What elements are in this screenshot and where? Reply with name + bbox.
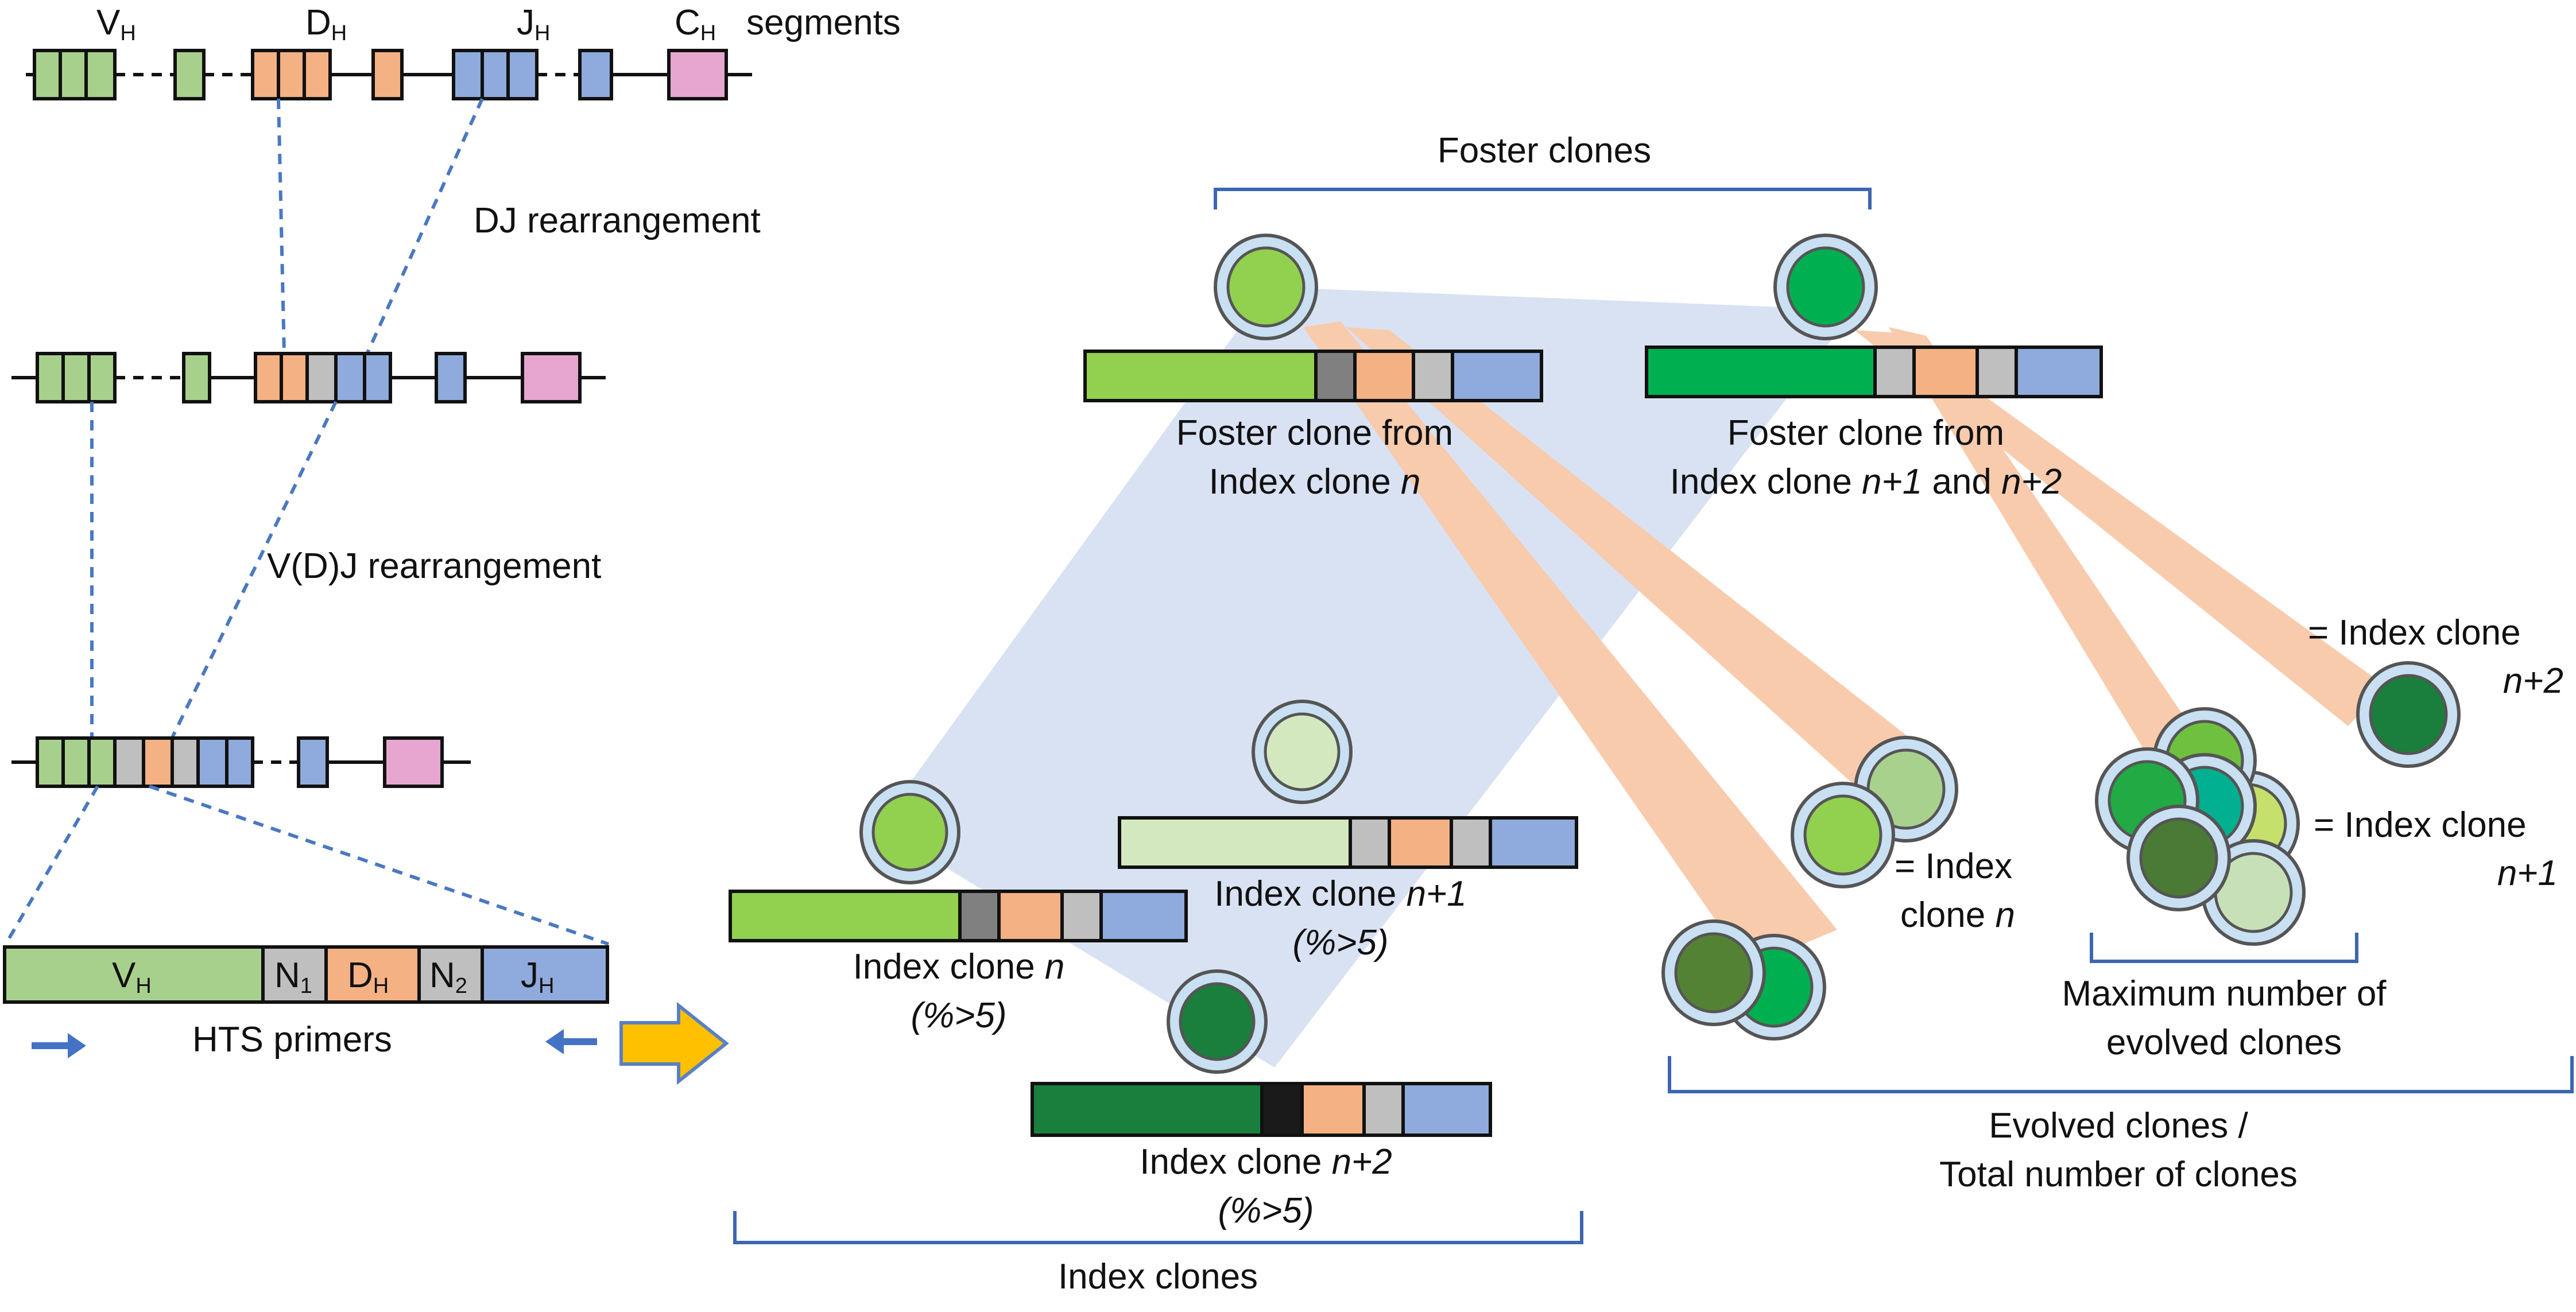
eq-index-n1-var: n+1 [2497, 853, 2558, 893]
c-segment [667, 49, 728, 100]
index-bracket [733, 1211, 1583, 1244]
svg-text:JH: JH [517, 3, 550, 45]
eq-index-n-line2: clone n [1900, 895, 2015, 935]
max-evolved-line2: evolved clones [2106, 1023, 2342, 1062]
svg-text:DH: DH [305, 3, 347, 45]
dj-rearrangement-label: DJ rearrangement [474, 201, 761, 240]
max-evolved-line1: Maximum number of [2062, 974, 2387, 1014]
primer-reverse-icon [545, 1029, 597, 1054]
foster-cell-b [1773, 234, 1878, 340]
index-seq-n2 [1031, 1082, 1492, 1137]
evolved-cluster [2095, 707, 2306, 946]
index-n2-label: Index clone n+2 [1140, 1142, 1392, 1182]
n1-part-label: N1 [274, 956, 312, 998]
max-evolved-bracket [2090, 933, 2358, 963]
evolved-cells-n [1791, 736, 1958, 888]
ratio-line1: Evolved clones / [1989, 1106, 2248, 1146]
ratio-line2: Total number of clones [1939, 1155, 2298, 1194]
zoom-guide-left [4, 785, 99, 945]
yellow-arrow-icon [619, 1002, 729, 1085]
index-cell-n2 [1167, 969, 1268, 1074]
germline-row-1 [26, 49, 752, 100]
eq-index-n1-line1: = Index clone [2314, 805, 2527, 845]
hts-primers-label: HTS primers [192, 1020, 392, 1059]
foster-seq-a [1083, 350, 1543, 402]
foster-clones-header: Foster clones [1438, 131, 1651, 170]
index-clones-header: Index clones [1058, 1257, 1258, 1297]
evolved-cells-n-lower [1661, 919, 1826, 1041]
foster-a-label-line1: Foster clone from [1176, 413, 1453, 453]
index-n1-pct: (%>5) [1292, 923, 1388, 962]
dj-row [11, 352, 606, 403]
index-seq-n [729, 890, 1188, 942]
foster-b-label-line1: Foster clone from [1727, 413, 2004, 453]
evolution-fans [1303, 321, 2385, 967]
vdj-guide-right [171, 401, 338, 739]
eq-index-n-line1: = Index [1895, 847, 2012, 886]
dj-guide-right [366, 98, 484, 354]
index-cell-n1 [1252, 700, 1353, 804]
eq-index-n2-var: n+2 [2503, 661, 2563, 701]
index-n2-pct: (%>5) [1218, 1191, 1314, 1231]
index-n1-label: Index clone n+1 [1214, 874, 1467, 914]
segment-labels: VH DH JH CH segments [96, 3, 901, 45]
foster-a-label-line2: Index clone n [1209, 462, 1421, 502]
vdj-rearrangement-label: V(D)J rearrangement [267, 546, 601, 586]
vh-part-label: VH [112, 956, 152, 998]
foster-cell-a [1214, 234, 1318, 340]
segments-label: segments [746, 3, 901, 42]
eq-index-n2-line1: = Index clone [2308, 613, 2521, 653]
foster-fan [878, 287, 1854, 1068]
foster-b-label-line2: Index clone n+1 and n+2 [1670, 462, 2062, 502]
svg-text:CH: CH [675, 3, 716, 45]
svg-text:VH: VH [96, 3, 136, 45]
total-clones-bracket [1668, 1056, 2574, 1093]
foster-seq-b [1645, 346, 2103, 398]
dj-guide-left [277, 98, 286, 354]
index-n-label: Index clone n [853, 947, 1065, 987]
jh-part-label: JH [521, 956, 554, 998]
index-n-pct: (%>5) [911, 996, 1006, 1035]
zoom-guide-right [149, 785, 609, 946]
primer-forward-icon [32, 1033, 86, 1058]
j-segment [452, 49, 484, 100]
evolved-cell-n2 [2356, 661, 2461, 768]
vdj-construct: VH N1 DH N2 JH [3, 945, 609, 1004]
index-seq-n1 [1118, 816, 1578, 869]
foster-bracket [1214, 188, 1872, 209]
n2-part-label: N2 [429, 956, 467, 998]
vdj-row [11, 736, 471, 788]
d-segment [251, 49, 280, 100]
dh-part-label: DH [347, 956, 389, 998]
index-cell-n [859, 780, 960, 884]
v-segment [33, 49, 62, 100]
